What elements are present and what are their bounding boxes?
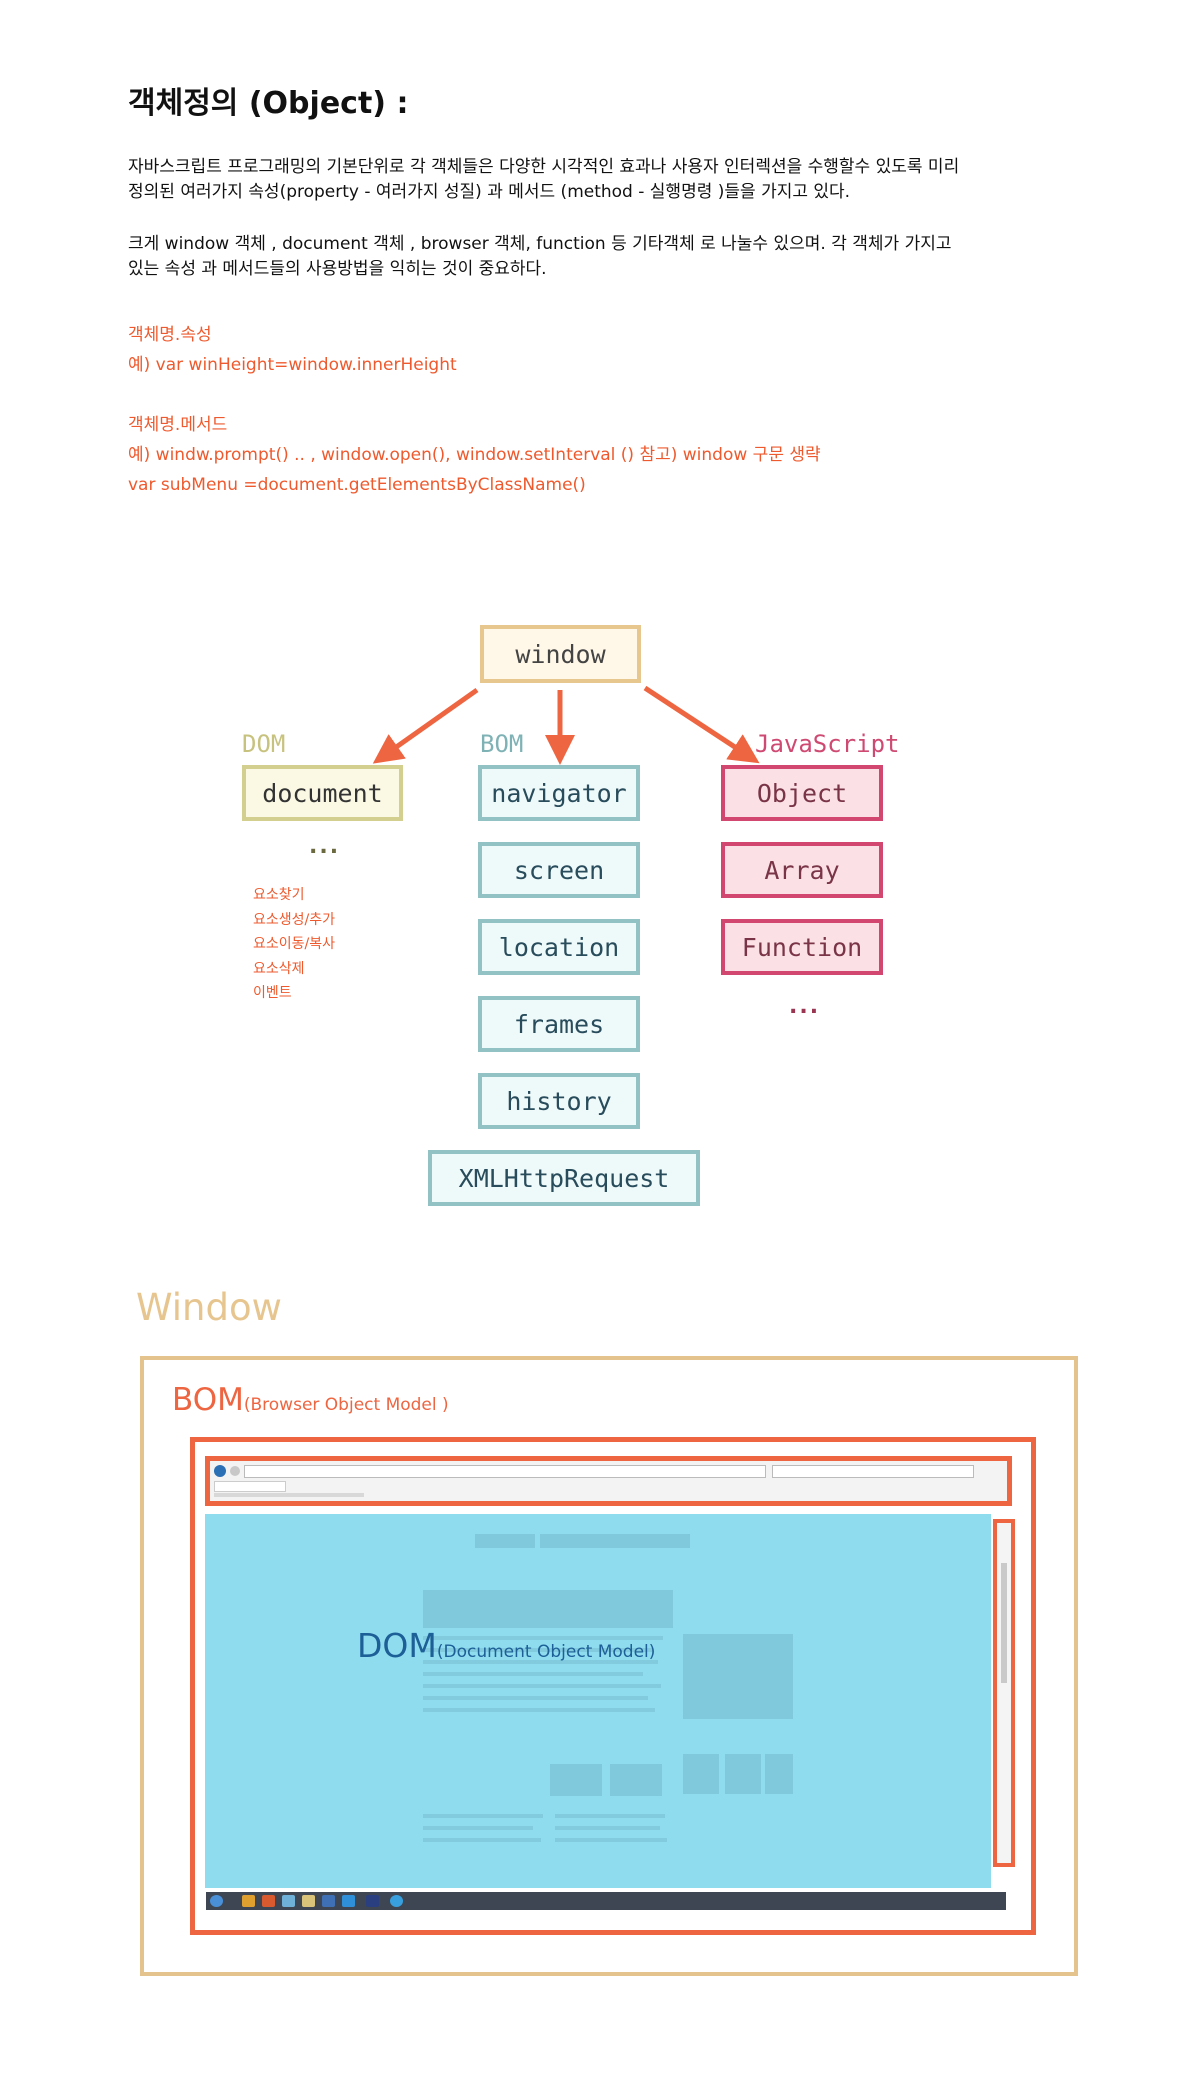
property-syntax-block: 객체명.속성 예) var winHeight=window.innerHeig…: [128, 320, 457, 380]
arrow-window-to-document: [372, 687, 479, 764]
ghost-line: [423, 1672, 643, 1676]
dom-heading: DOM(Document Object Model): [357, 1626, 655, 1665]
dom-heading-subtitle: (Document Object Model): [436, 1642, 656, 1662]
intro-paragraph-2: 크게 window 객체 , document 객체 , browser 객체,…: [128, 232, 1058, 282]
ghost-line: [423, 1636, 663, 1640]
os-taskbar: [206, 1892, 1006, 1910]
dom-note-event: 이벤트: [253, 985, 292, 1001]
ghost-line: [423, 1814, 543, 1818]
ghost-line: [423, 1838, 541, 1842]
taskbar-app-icon: [302, 1895, 315, 1907]
ghost-line: [423, 1648, 653, 1652]
window-frame: [140, 1356, 1078, 1976]
page-title: 객체정의 (Object) :: [128, 86, 409, 121]
back-icon: [214, 1465, 226, 1477]
dom-capabilities-list: 요소찾기 요소생성/추가 요소이동/복사 요소삭제 이벤트: [253, 883, 335, 1006]
ghost-line: [423, 1684, 661, 1688]
dom-more-ellipsis: ...: [309, 834, 341, 859]
ghost-line: [423, 1826, 533, 1830]
scrollbar-frame: [993, 1519, 1015, 1867]
window-heading: Window: [136, 1286, 282, 1329]
ghost-line: [555, 1814, 665, 1818]
array-object-box: Array: [721, 842, 883, 898]
site-search-ghost: [540, 1534, 690, 1548]
dom-document-area: [205, 1514, 991, 1888]
navigator-object-box: navigator: [478, 765, 640, 821]
bom-heading: BOM(Browser Object Model ): [172, 1382, 449, 1418]
dom-note-move: 요소이동/복사: [253, 936, 335, 952]
js-more-ellipsis: ...: [789, 994, 821, 1019]
bom-heading-subtitle: (Browser Object Model ): [243, 1395, 449, 1415]
dom-note-create: 요소생성/추가: [253, 911, 335, 928]
location-object-box: location: [478, 919, 640, 975]
thumbnail-ghost-2: [725, 1754, 761, 1794]
news-image-ghost-2: [610, 1764, 662, 1796]
window-object-box: window: [480, 625, 641, 683]
object-object-box: Object: [721, 765, 883, 821]
document-object-box: document: [242, 765, 403, 821]
start-icon: [210, 1895, 223, 1907]
address-bar: [244, 1465, 766, 1478]
screen-object-box: screen: [478, 842, 640, 898]
intro-paragraph-1: 자바스크립트 프로그래밍의 기본단위로 각 객체들은 다양한 시각적인 효과나 …: [128, 155, 1058, 205]
ghost-line: [423, 1660, 658, 1664]
thumbnail-ghost-3: [765, 1754, 793, 1794]
bom-category-label: BOM: [480, 730, 524, 758]
scrollbar-thumb: [1001, 1563, 1007, 1683]
method-syntax: 객체명.메서드: [128, 415, 228, 435]
history-object-box: history: [478, 1073, 640, 1129]
arrow-window-to-object: [643, 685, 760, 764]
dom-note-delete: 요소삭제: [253, 960, 305, 977]
intro-paragraph-1-line-2: 정의된 여러가지 속성(property - 여러가지 성질) 과 메서드 (m…: [128, 182, 851, 202]
taskbar-app-icon: [282, 1895, 295, 1907]
intro-paragraph-2-line-2: 있는 속성 과 메서드들의 사용방법을 익히는 것이 중요하다.: [128, 259, 547, 279]
taskbar-app-icon: [366, 1895, 379, 1907]
property-syntax: 객체명.속성: [128, 325, 212, 345]
property-example: 예) var winHeight=window.innerHeight: [128, 355, 457, 375]
method-example-2: var subMenu =document.getElementsByClass…: [128, 475, 586, 495]
ghost-line: [423, 1696, 648, 1700]
intro-paragraph-2-line-1: 크게 window 객체 , document 객체 , browser 객체,…: [128, 234, 952, 254]
ghost-line: [555, 1838, 667, 1842]
favorites-bar: [214, 1493, 364, 1497]
dom-category-label: DOM: [242, 730, 286, 758]
dom-note-find: 요소찾기: [253, 887, 305, 903]
search-box: [772, 1465, 974, 1478]
thumbnail-ghost-1: [683, 1754, 719, 1794]
taskbar-app-icon: [242, 1895, 255, 1907]
browser-toolbar-screenshot: [205, 1456, 1012, 1506]
taskbar-app-icon: [322, 1895, 335, 1907]
news-image-ghost-1: [550, 1764, 602, 1796]
js-category-label: JavaScript: [755, 730, 900, 758]
ghost-line: [423, 1708, 655, 1712]
bom-heading-label: BOM: [172, 1382, 244, 1418]
side-image-ghost: [683, 1634, 793, 1719]
dom-heading-label: DOM: [357, 1626, 437, 1665]
frames-object-box: frames: [478, 996, 640, 1052]
taskbar-app-icon: [262, 1895, 275, 1907]
intro-paragraph-1-line-1: 자바스크립트 프로그래밍의 기본단위로 각 객체들은 다양한 시각적인 효과나 …: [128, 157, 960, 177]
hierarchy-arrows: [372, 685, 760, 765]
ghost-line: [555, 1826, 660, 1830]
method-syntax-block: 객체명.메서드 예) windw.prompt() .. , window.op…: [128, 410, 821, 500]
function-object-box: Function: [721, 919, 883, 975]
taskbar-app-icon: [342, 1895, 355, 1907]
banner-ghost: [423, 1590, 673, 1628]
method-example: 예) windw.prompt() .. , window.open(), wi…: [128, 445, 821, 465]
browser-tab: [214, 1481, 286, 1492]
xmlhttprequest-object-box: XMLHttpRequest: [428, 1150, 700, 1206]
site-logo-ghost: [475, 1534, 535, 1548]
forward-icon: [230, 1466, 240, 1476]
taskbar-app-icon: [390, 1895, 403, 1907]
